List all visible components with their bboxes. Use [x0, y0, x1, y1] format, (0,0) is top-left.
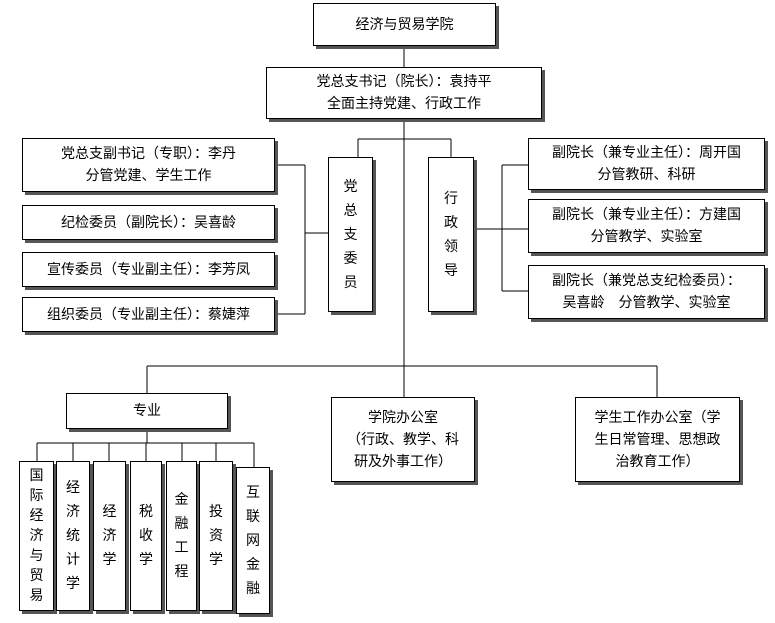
major-box: 金融工程 — [166, 461, 197, 611]
major-label: 投资学 — [209, 504, 223, 568]
major-label: 税收学 — [139, 504, 153, 568]
committee-member-deputy-secretary: 党总支副书记（专职）：李丹 分管党建、学生工作 — [22, 138, 275, 192]
admin-leadership-box: 行政领导 — [428, 157, 474, 312]
party-secretary-box: 党总支书记（院长）：袁持平 全面主持党建、行政工作 — [266, 67, 542, 119]
student-office-box: 学生工作办公室（学 生日常管理、思想政 治教育工作） — [575, 397, 740, 482]
major-label: 经济学 — [102, 504, 117, 568]
majors-box: 专业 — [66, 393, 228, 429]
vice-dean-box-2: 副院长（兼专业主任）：方建国 分管教学、实验室 — [528, 199, 765, 253]
major-box: 互联网金融 — [236, 467, 270, 614]
major-box: 经济学 — [93, 461, 126, 611]
major-box: 经济统计学 — [56, 461, 90, 611]
college-title: 经济与贸易学院 — [355, 16, 454, 33]
party-committee-label: 党总支委员 — [343, 178, 358, 291]
student-office-text: 学生工作办公室（学 生日常管理、思想政 治教育工作） — [594, 409, 721, 470]
vice-dean-box-1: 副院长（兼专业主任）：周开国 分管教研、科研 — [528, 138, 765, 190]
committee-member-text: 宣传委员（专业副主任）：李芳凤 — [47, 261, 250, 278]
major-box: 税收学 — [130, 461, 162, 611]
vice-dean-text: 副院长（兼专业主任）：周开国 分管教研、科研 — [552, 145, 741, 183]
committee-member-publicity: 宣传委员（专业副主任）：李芳凤 — [22, 252, 275, 287]
major-label: 经济统计学 — [66, 480, 80, 592]
major-label: 国际经济与贸易 — [29, 468, 44, 604]
college-office-box: 学院办公室 （行政、教学、科 研及外事工作） — [331, 397, 475, 482]
committee-member-text: 组织委员（专业副主任）：蔡婕萍 — [47, 306, 250, 323]
majors-label: 专业 — [133, 403, 161, 419]
vice-dean-text: 副院长（兼专业主任）：方建国 分管教学、实验室 — [552, 207, 741, 245]
party-secretary-text: 党总支书记（院长）：袁持平 全面主持党建、行政工作 — [316, 74, 492, 112]
college-office-text: 学院办公室 （行政、教学、科 研及外事工作） — [347, 409, 459, 470]
vice-dean-text: 副院长（兼党总支纪检委员）： 吴喜龄 分管教学、实验室 — [552, 273, 741, 311]
committee-member-text: 纪检委员（副院长）：吴喜龄 — [61, 214, 236, 231]
committee-member-organization: 组织委员（专业副主任）：蔡婕萍 — [22, 297, 275, 332]
committee-member-text: 党总支副书记（专职）：李丹 分管党建、学生工作 — [61, 146, 236, 184]
college-title-box: 经济与贸易学院 — [313, 3, 496, 46]
major-box: 国际经济与贸易 — [19, 461, 54, 611]
party-committee-box: 党总支委员 — [328, 157, 373, 312]
major-label: 互联网金融 — [246, 484, 260, 597]
major-box: 投资学 — [199, 461, 233, 611]
vice-dean-box-3: 副院长（兼党总支纪检委员）： 吴喜龄 分管教学、实验室 — [528, 265, 765, 319]
admin-leadership-label: 行政领导 — [444, 190, 458, 279]
major-label: 金融工程 — [174, 492, 189, 580]
committee-member-discipline: 纪检委员（副院长）：吴喜龄 — [22, 205, 275, 240]
